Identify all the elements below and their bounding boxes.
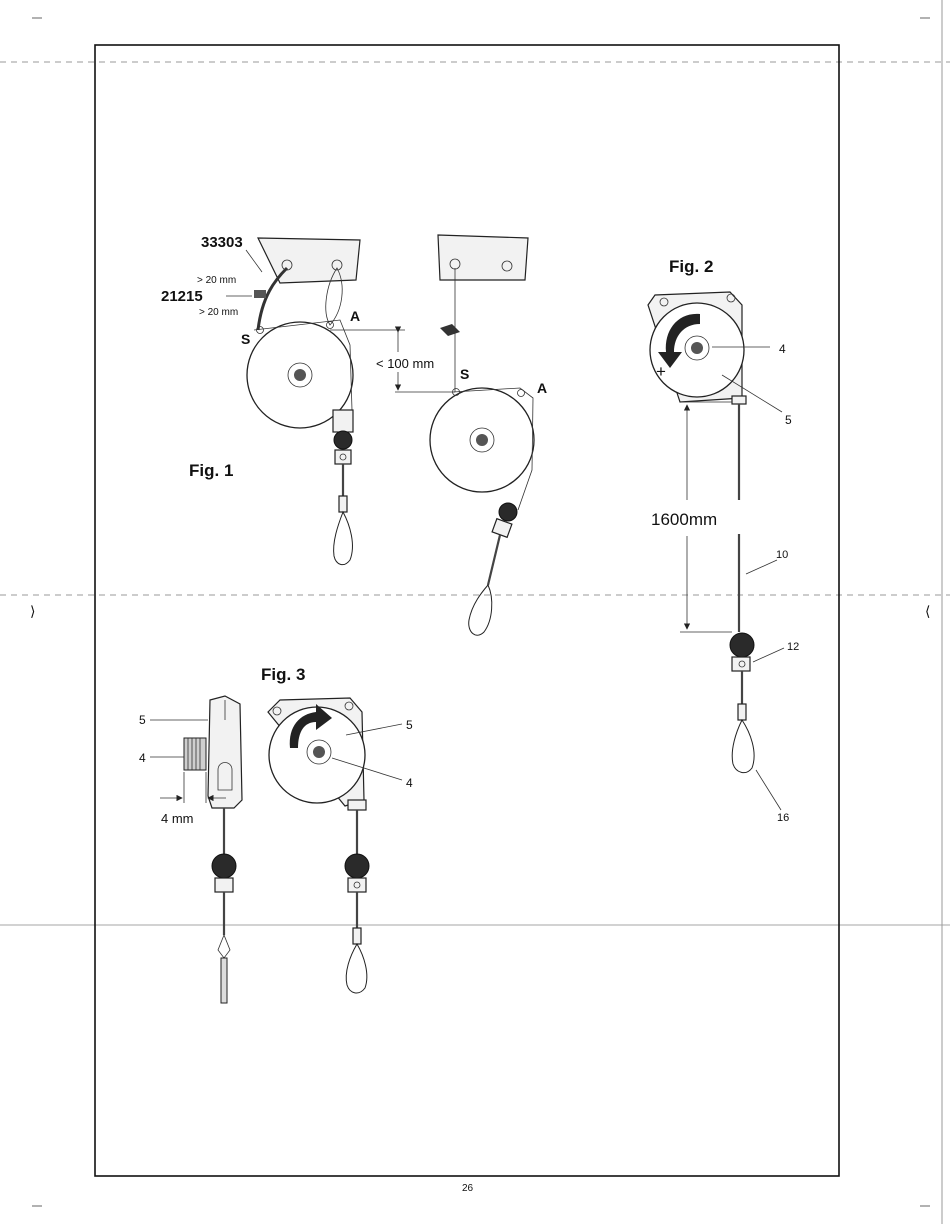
fig1-gap-bottom: > 20 mm	[199, 307, 238, 318]
fig3-side-callout-4: 4	[139, 751, 146, 765]
svg-text:⟩: ⟩	[30, 603, 35, 619]
fig2-title: Fig. 2	[669, 257, 713, 276]
fig2-callout-4: 4	[779, 342, 786, 356]
fig1-part-21215: 21215	[161, 288, 203, 305]
fig1-distance-label: < 100 mm	[376, 356, 434, 371]
fig1-ceiling-bracket-right	[438, 235, 528, 280]
fig3-title: Fig. 3	[261, 665, 305, 684]
fig1-point-s-left: S	[241, 331, 250, 347]
fig1-point-a-left: A	[350, 308, 360, 324]
fig1-part-33303: 33303	[201, 234, 243, 251]
fig3-side-callout-5: 5	[139, 713, 146, 727]
fig2-diagram	[648, 292, 784, 810]
fig3-offset-label: 4 mm	[161, 811, 194, 826]
fig2-callout-12: 12	[787, 641, 799, 653]
fig2-callout-16: 16	[777, 812, 789, 824]
fig2-plus-sign: +	[656, 362, 666, 381]
fig3-front-callout-5: 5	[406, 718, 413, 732]
fig1-point-s-right: S	[460, 366, 469, 382]
fig3-front-callout-4: 4	[406, 776, 413, 790]
page-frame	[95, 45, 839, 1176]
fig1-diagram	[247, 235, 534, 635]
fig1-title: Fig. 1	[189, 461, 233, 480]
fig2-length-label: 1600mm	[651, 510, 717, 529]
fig1-ceiling-bracket-left	[258, 238, 360, 283]
fig3-diagram	[150, 696, 402, 1003]
fig1-point-a-right: A	[537, 380, 547, 396]
fig1-gap-top: > 20 mm	[197, 275, 236, 286]
fig2-callout-10: 10	[776, 549, 788, 561]
page-number: 26	[462, 1183, 474, 1194]
svg-text:⟨: ⟨	[925, 603, 930, 619]
fig2-callout-5: 5	[785, 413, 792, 427]
